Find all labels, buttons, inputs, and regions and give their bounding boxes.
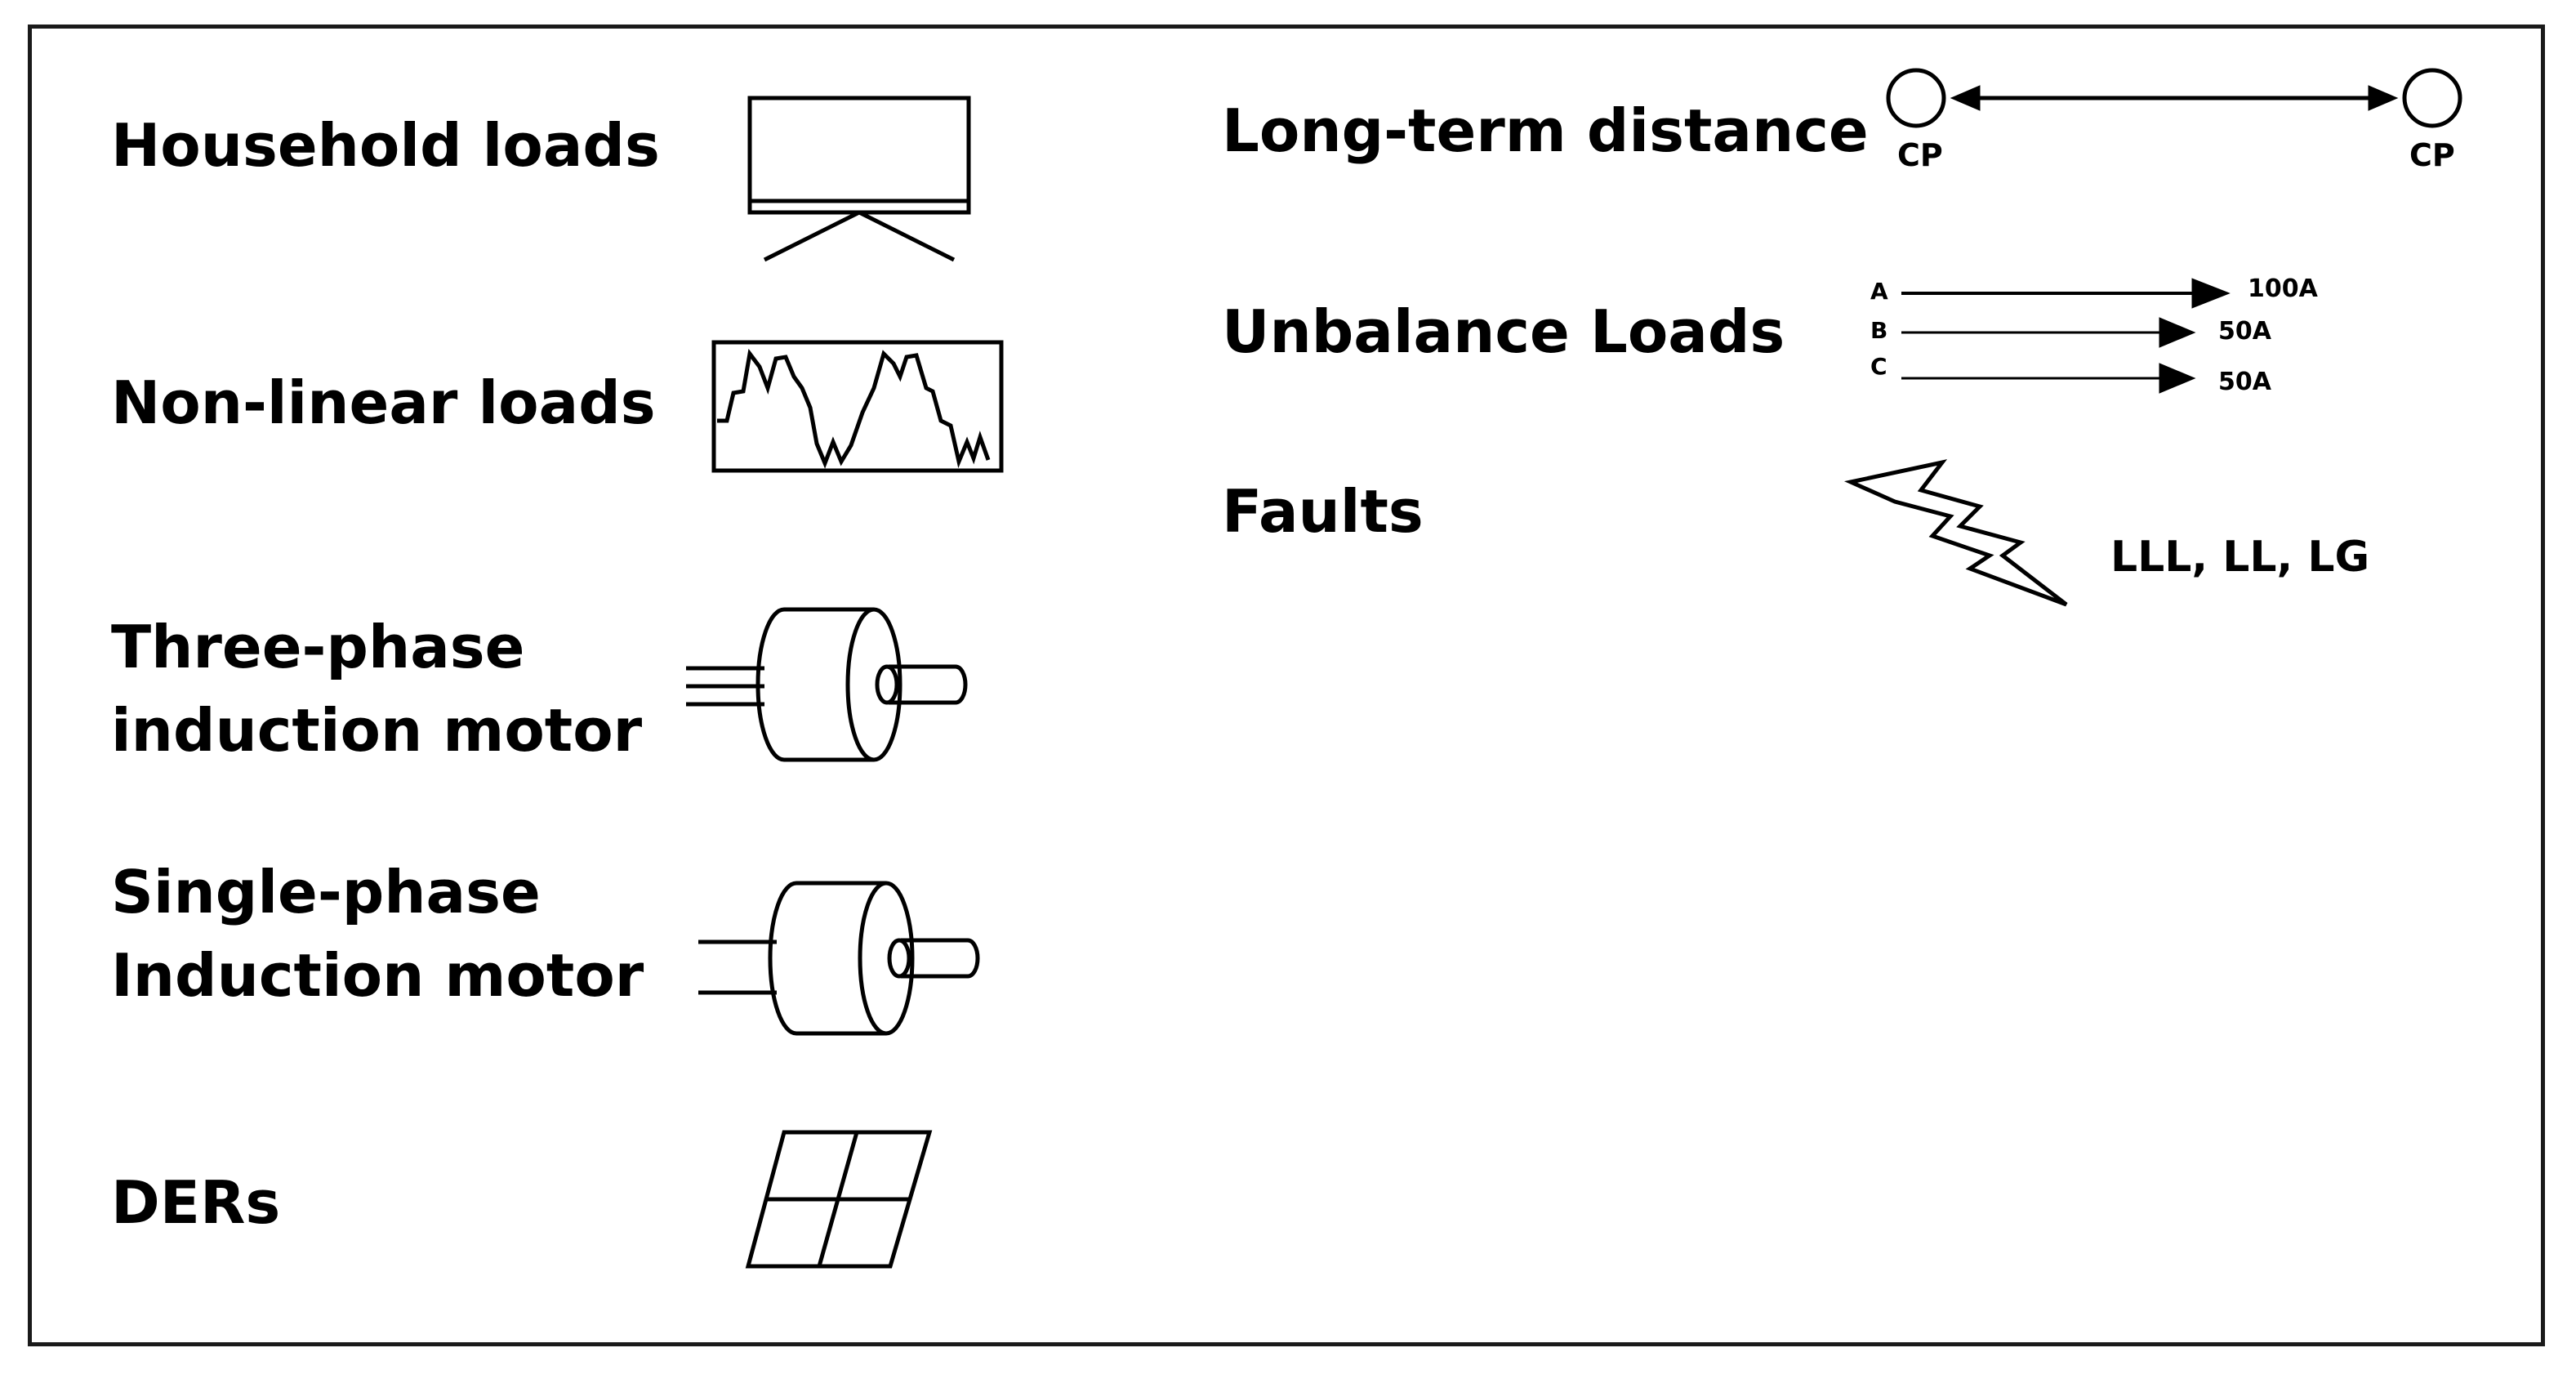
cp-right-label: CP — [2409, 137, 2455, 173]
cp-left-label: CP — [1897, 137, 1943, 173]
phase-c-current: 50A — [2218, 368, 2271, 396]
three-phase-motor-icon — [686, 607, 968, 762]
three-phase-motor-label-line1: Three-phase — [111, 613, 525, 681]
diagram-frame — [28, 25, 2545, 1346]
phase-c-label: C — [1870, 353, 1887, 380]
ders-label: DERs — [111, 1168, 281, 1237]
phase-current-arrows — [1901, 278, 2231, 394]
double-arrow-icon — [1886, 68, 2462, 128]
phase-a-current: 100A — [2248, 274, 2318, 303]
household-loads-label: Household loads — [111, 111, 660, 180]
phase-a-label: A — [1870, 278, 1888, 305]
solar-panel-icon — [745, 1130, 933, 1269]
long-term-distance-label: Long-term distance — [1222, 96, 1869, 165]
single-phase-motor-icon — [698, 881, 980, 1036]
monitor-icon — [747, 96, 971, 262]
single-phase-motor-label-line1: Single-phase — [111, 858, 541, 926]
phase-b-current: 50A — [2218, 317, 2271, 346]
single-phase-motor-label-line2: Induction motor — [111, 941, 644, 1010]
non-linear-loads-label: Non-linear loads — [111, 368, 656, 437]
faults-label: Faults — [1222, 477, 1424, 546]
three-phase-motor-label-line2: induction motor — [111, 696, 643, 765]
unbalance-loads-label: Unbalance Loads — [1222, 297, 1785, 366]
phase-b-label: B — [1870, 317, 1888, 344]
lightning-bolt-icon — [1843, 459, 2068, 607]
distorted-waveform-icon — [711, 340, 1004, 473]
fault-types-label: LLL, LL, LG — [2110, 533, 2370, 582]
